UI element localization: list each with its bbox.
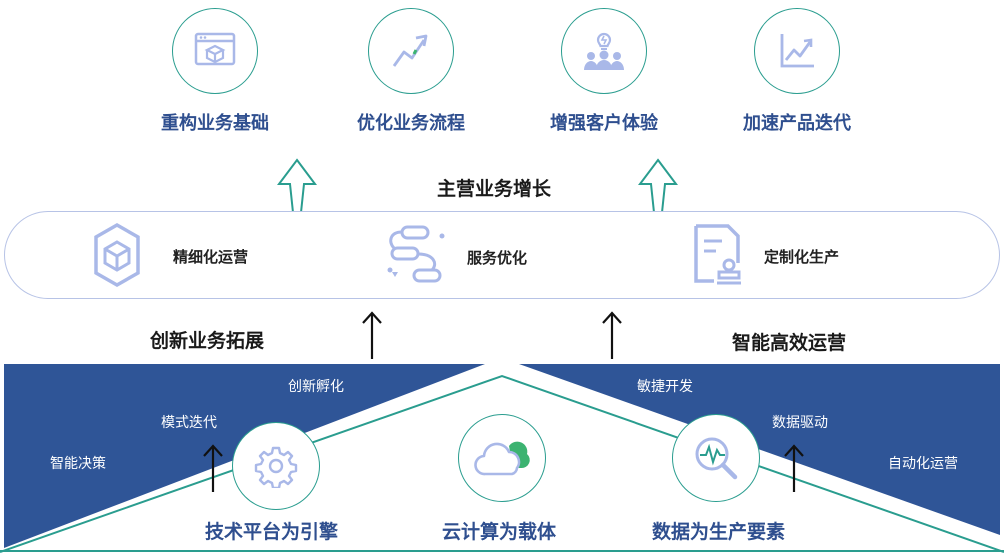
up-arrow-roof-left: [203, 444, 223, 492]
trend-arrow-icon: [392, 34, 428, 67]
foundation-circle-1: [232, 422, 320, 510]
center-title: 主营业务增长: [437, 178, 552, 200]
browser-box-icon: [194, 32, 236, 66]
goal-icon-circle-1: [172, 8, 258, 94]
right-title: 智能高效运营: [732, 332, 847, 354]
gear-icon: [254, 446, 298, 488]
pill-label-3: 定制化生产: [764, 248, 840, 266]
goal-icon-circle-4: [754, 8, 840, 94]
goal-label-1: 重构业务基础: [161, 113, 269, 134]
line-chart-icon: [780, 34, 814, 68]
foundation-circle-2: [458, 414, 546, 502]
roof-right-text-2: 数据驱动: [772, 415, 828, 431]
document-stamp-icon: [694, 224, 741, 285]
team-idea-icon: [584, 32, 624, 70]
roof-left-text-1: 创新孵化: [288, 379, 344, 395]
up-arrow-right: [602, 311, 622, 359]
up-arrow-left: [362, 311, 382, 359]
goal-label-4: 加速产品迭代: [743, 113, 851, 134]
goal-icon-circle-3: [561, 8, 647, 94]
cloud-icon: [474, 441, 530, 476]
pill-label-2: 服务优化: [467, 249, 528, 267]
process-flow-icon: [387, 225, 445, 283]
up-arrow-roof-right: [784, 444, 804, 492]
left-title: 创新业务拓展: [150, 330, 265, 352]
foundation-circle-3: [672, 414, 760, 502]
goal-label-3: 增强客户体验: [550, 113, 658, 134]
goal-label-2: 优化业务流程: [357, 113, 465, 134]
foundation-label-3: 数据为生产要素: [652, 521, 786, 543]
roof-left-text-3: 智能决策: [50, 456, 106, 472]
pill-label-1: 精细化运营: [173, 248, 249, 266]
roof-left-text-2: 模式迭代: [161, 415, 217, 431]
roof-right-text-3: 自动化运营: [888, 456, 958, 472]
business-growth-pill: [4, 211, 1000, 299]
data-magnifier-icon: [695, 437, 738, 480]
roof-right-text-1: 敏捷开发: [637, 379, 693, 395]
foundation-label-2: 云计算为载体: [442, 521, 557, 543]
cube-hexagon-icon: [94, 222, 140, 288]
goal-icon-circle-2: [368, 8, 454, 94]
foundation-label-1: 技术平台为引擎: [205, 521, 339, 543]
